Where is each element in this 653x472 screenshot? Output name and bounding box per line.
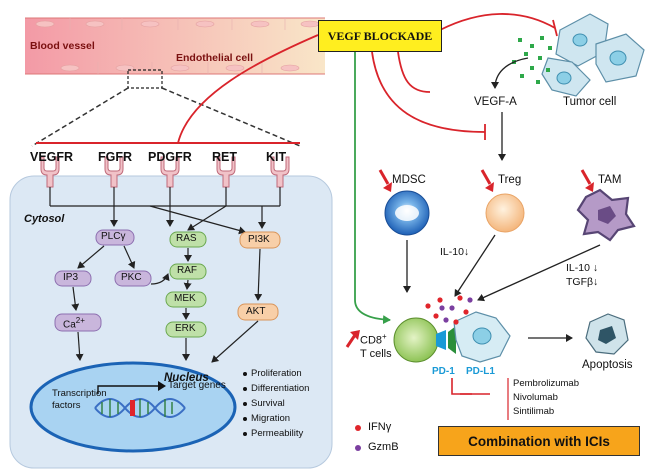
blood-vessel-label: Blood vessel [30,40,95,52]
mdsc-label: MDSC [392,174,426,186]
pd1-label: PD-1 [432,366,455,377]
receptor-label-fgfr: FGFR [98,150,133,164]
tumor-cell-label: Tumor cell [563,96,617,108]
receptor-icons [40,156,290,188]
raf-label: RAF [177,265,197,276]
zoom-box [127,69,163,89]
outcome-bullets [243,372,247,436]
erk-label: ERK [175,323,196,334]
cd8-superscript: + [382,332,387,341]
gzmb-legend-label: GzmB [368,441,399,453]
il10-treg-label: IL-10↓ [440,246,470,258]
treg-cell [485,193,525,233]
ici-inhibition-line [451,378,472,395]
il10-tam-label: IL-10 ↓ [566,262,599,274]
cytokine-dots [425,295,473,325]
tgfb-label: TGFβ↓ [566,276,599,288]
transcription-arrow [97,385,160,394]
apoptosis-label: Apoptosis [582,359,633,371]
cytosol-label: Cytosol [24,213,65,225]
zoom-line-right [161,87,301,147]
pi3k-label: PI3K [248,234,270,245]
outcome-differentiation: Differentiation [251,383,310,394]
ifng-legend-dot [355,425,361,431]
ca-superscript: 2+ [75,316,85,325]
vegf-blockade-box: VEGF BLOCKADE [318,20,442,52]
dna-helix-icon [94,398,186,418]
drug-sintilimab: Sintilimab [513,406,555,417]
outcome-permeability: Permeability [251,428,304,439]
cd8-t-cell [393,317,439,363]
pathway-boxes [54,229,281,338]
plcg-label: PLCγ [101,231,126,242]
endothelial-cell-label: Endothelial cell [176,52,254,64]
receptor-connectors [49,187,281,235]
receptor-label-kit: KIT [266,150,287,164]
vegf-blockade-label: VEGF BLOCKADE [327,28,433,43]
mek-label: MEK [174,293,196,304]
increase-arrow [345,330,360,348]
receptor-label-ret: RET [212,150,237,164]
outcome-proliferation: Proliferation [251,368,302,379]
target-tumor-nucleus [472,327,492,345]
treg-label: Treg [498,174,522,186]
ifng-legend-label: IFNγ [368,421,392,433]
nucleus-label: Nucleus [164,372,209,384]
t-cells-label: T cells [360,348,392,360]
pathway-arrows [71,245,263,363]
cd8-label: CD8+ [360,332,387,347]
decrease-arrows [378,169,594,192]
pdl1-label: PD-L1 [466,366,495,377]
gzmb-legend-dot [355,445,361,451]
ca-label: Ca2+ [63,316,85,330]
apoptotic-nucleus [598,326,616,344]
zoom-line-left [31,87,129,147]
outcome-survival: Survival [251,398,285,409]
mdsc-nucleus [395,205,419,221]
ras-label: RAS [176,233,197,244]
tam-label: TAM [598,174,622,186]
drug-pembrolizumab: Pembrolizumab [513,378,579,389]
immune-to-tcell-arrows [403,234,601,342]
combination-label: Combination with ICIs [468,433,610,449]
transcription-factors-line1: Transcription [52,388,107,399]
ip3-label: IP3 [63,272,79,283]
tumor-cell-cluster [541,13,645,97]
blockade-lines [354,13,558,325]
transcription-factors-line2: factors [52,400,81,411]
blockade-to-receptors-line [177,34,319,144]
combination-box: Combination with ICIs [438,426,640,456]
receptor-label-vegfr: VEGFR [30,150,74,164]
pdl1-ligand [448,326,456,354]
vegf-release-arrow [491,57,529,89]
blood-vessel [25,17,325,75]
pd1-receptor [436,330,446,350]
ca-base: Ca [63,319,76,331]
receptor-label-pdgfr: PDGFR [148,150,192,164]
drug-nivolumab: Nivolumab [513,392,558,403]
transcription-arrowhead [158,381,166,391]
vegf-a-label: VEGF-A [474,96,517,108]
cd8-base: CD8 [360,334,383,347]
akt-label: AKT [246,306,266,317]
target-genes-label: Target genes [168,380,226,391]
pkc-label: PKC [121,272,142,283]
tam-nucleus [598,206,616,224]
outcome-migration: Migration [251,413,291,424]
